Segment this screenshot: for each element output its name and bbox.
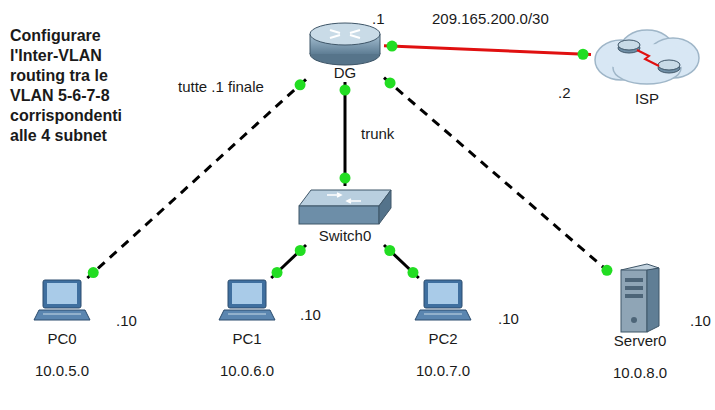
pc-icon: [218, 278, 276, 324]
subnet-address: 10.0.7.0: [416, 362, 470, 380]
link-light: [88, 267, 99, 278]
ip-suffix: .2: [558, 84, 571, 102]
link-light: [384, 245, 395, 256]
link-light: [340, 173, 351, 184]
device-name: PC0: [47, 330, 76, 348]
link-light: [340, 85, 351, 96]
pc-node: PC0 10.0.5.0: [33, 278, 91, 380]
ip-suffix: .10: [300, 306, 321, 324]
diagram-title: Configurare l'Inter-VLAN routing tra le …: [10, 26, 145, 146]
server-icon: [617, 262, 663, 336]
subnet-address: 10.0.8.0: [613, 364, 667, 382]
device-name: DG: [334, 64, 357, 82]
switch-icon: [297, 186, 393, 230]
device-name: PC2: [428, 330, 457, 348]
ip-suffix: .1: [372, 10, 385, 28]
link-light: [385, 77, 396, 88]
ip-suffix: .10: [690, 312, 711, 330]
cloud-node: ISP: [591, 26, 703, 108]
network-link: [340, 82, 351, 186]
network-link: [384, 77, 613, 275]
network-link: [271, 245, 306, 278]
device-name: ISP: [635, 90, 659, 108]
link-label: trunk: [359, 125, 396, 143]
network-link: [384, 41, 591, 60]
pc-icon: [414, 278, 472, 324]
link-light: [386, 41, 397, 52]
router-node: DG: [306, 20, 384, 82]
link-light: [407, 267, 418, 278]
network-link: [384, 245, 419, 278]
pc-node: PC1 10.0.6.0: [218, 278, 276, 380]
cloud-icon: [591, 26, 703, 88]
link-light: [601, 265, 612, 276]
ip-suffix: .10: [498, 310, 519, 328]
link-light: [578, 49, 589, 60]
device-name: PC1: [232, 330, 261, 348]
subnet-address: 10.0.6.0: [220, 362, 274, 380]
note: tutte .1 finale: [178, 78, 264, 96]
network-address: 209.165.200.0/30: [432, 10, 549, 28]
router-icon: [306, 20, 384, 68]
device-name: Switch0: [319, 227, 372, 245]
ip-suffix: .10: [116, 312, 137, 330]
server-node: Server0 10.0.8.0: [613, 262, 667, 382]
link-light: [295, 79, 306, 90]
pc-node: PC2 10.0.7.0: [414, 278, 472, 380]
pc-icon: [33, 278, 91, 324]
subnet-address: 10.0.5.0: [35, 362, 89, 380]
device-name: Server0: [614, 332, 667, 350]
switch-node: Switch0: [297, 186, 393, 245]
link-light: [295, 245, 306, 256]
link-light: [272, 267, 283, 278]
